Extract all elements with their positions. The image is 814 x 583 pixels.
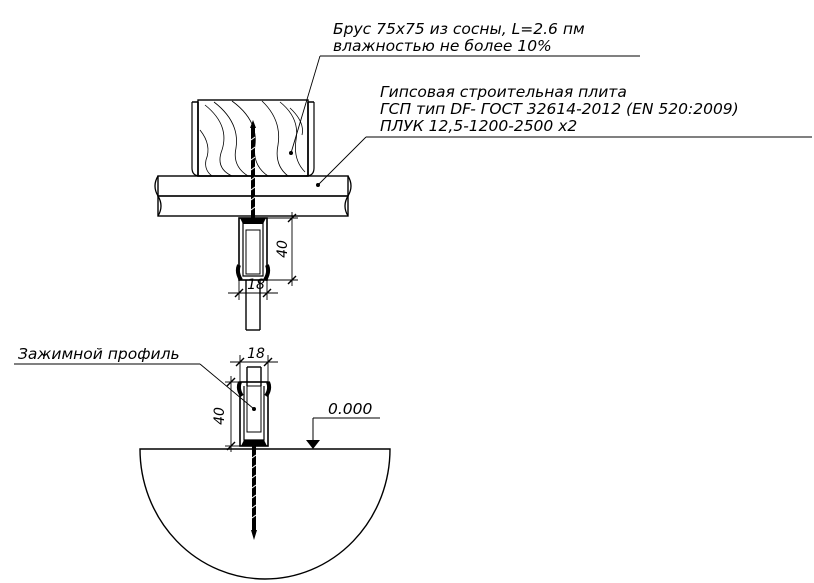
dimension-upper-height: 40 xyxy=(267,212,298,286)
lower-height-dim-text: 40 xyxy=(212,407,228,425)
upper-clamp-profile xyxy=(235,217,271,331)
lower-width-dim-text: 18 xyxy=(247,346,265,362)
board-label-line1: Гипсовая строительная плита xyxy=(380,83,627,101)
board-annotation: Гипсовая строительная плита ГСП тип DF- … xyxy=(317,83,812,186)
dimension-lower-width: 18 xyxy=(230,346,278,382)
clamp-profile-label: Зажимной профиль xyxy=(18,345,180,363)
clamp-annotation: Зажимной профиль xyxy=(14,345,255,410)
level-mark-text: 0.000 xyxy=(328,400,373,418)
upper-height-dim-text: 40 xyxy=(275,240,291,258)
upper-width-dim-text: 18 xyxy=(247,277,265,293)
dimension-lower-height: 40 xyxy=(212,376,240,452)
lower-clamp-profile xyxy=(236,366,272,447)
beam-annotation: Брус 75х75 из сосны, L=2.6 пм влажностью… xyxy=(290,20,640,154)
beam-label-line1: Брус 75х75 из сосны, L=2.6 пм xyxy=(333,20,585,38)
level-triangle-icon xyxy=(306,440,320,449)
board-label-line3: ПЛУК 12,5-1200-2500 х2 xyxy=(380,117,577,135)
upper-screw xyxy=(250,120,256,222)
board-label-line2: ГСП тип DF- ГОСТ 32614-2012 (EN 520:2009… xyxy=(380,100,739,118)
base-foundation xyxy=(139,448,391,580)
beam-label-line2: влажностью не более 10% xyxy=(333,37,552,55)
dimension-upper-width: 18 xyxy=(228,277,278,300)
lower-screw xyxy=(251,444,257,540)
level-mark: 0.000 xyxy=(306,400,380,449)
